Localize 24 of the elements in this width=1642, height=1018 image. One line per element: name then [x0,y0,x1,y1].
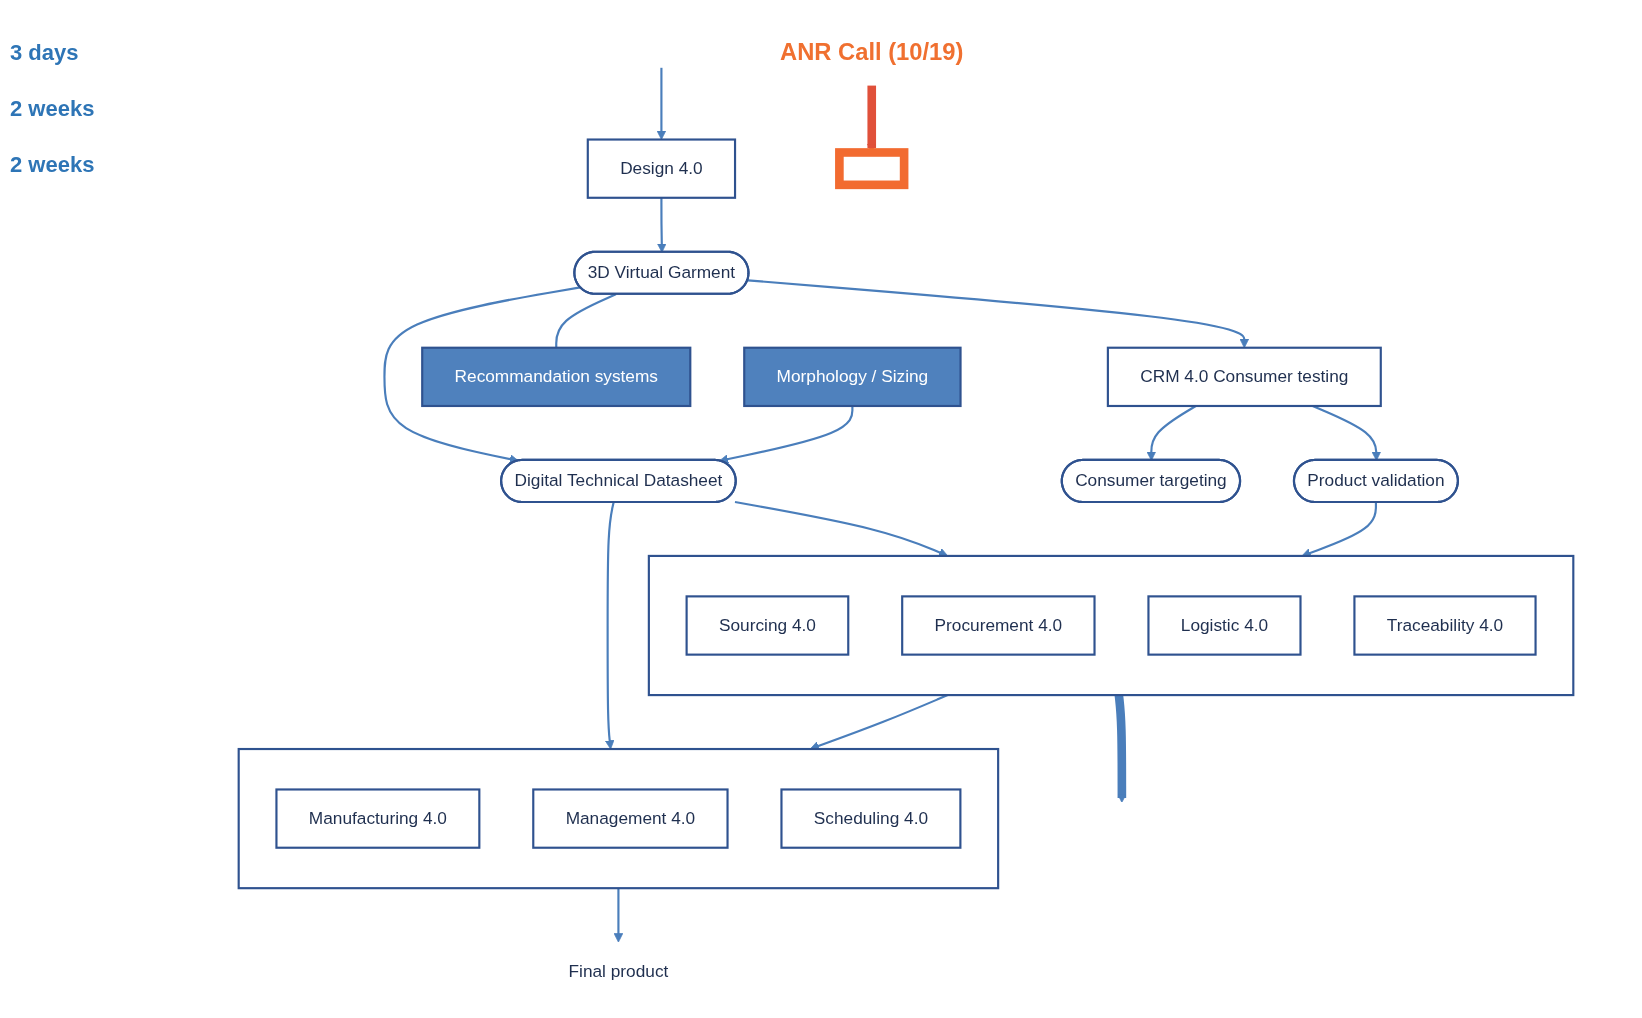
node-box: CRM 4.0 Consumer testing [1106,346,1382,408]
arrow [613,888,624,943]
node-box: Traceability 4.0 [1353,595,1537,656]
node-box: Management 4.0 [532,788,729,849]
duration-label: 2 weeks [10,152,96,178]
node-text: ANR Call (10/19) [780,38,964,66]
node-text: Final product [568,961,669,980]
duration-label: 2 weeks [10,96,96,122]
arrow [383,286,581,464]
duration-label: 3 days [10,40,80,66]
node-box [835,148,909,190]
node-box: Recommandation systems [421,346,692,408]
node-box: Morphology / Sizing [743,346,962,408]
node-box: Manufacturing 4.0 [275,788,481,849]
arrow [604,501,615,750]
arrow [656,67,667,140]
node-box: Design 4.0 [586,138,737,199]
node-box: Logistic 4.0 [1147,595,1302,656]
node-box: Scheduling 4.0 [780,788,962,849]
cluster [237,747,1000,890]
connector [555,293,617,348]
cluster [647,554,1575,697]
node-box: Procurement 4.0 [901,595,1096,656]
node-box: Sourcing 4.0 [685,595,850,656]
